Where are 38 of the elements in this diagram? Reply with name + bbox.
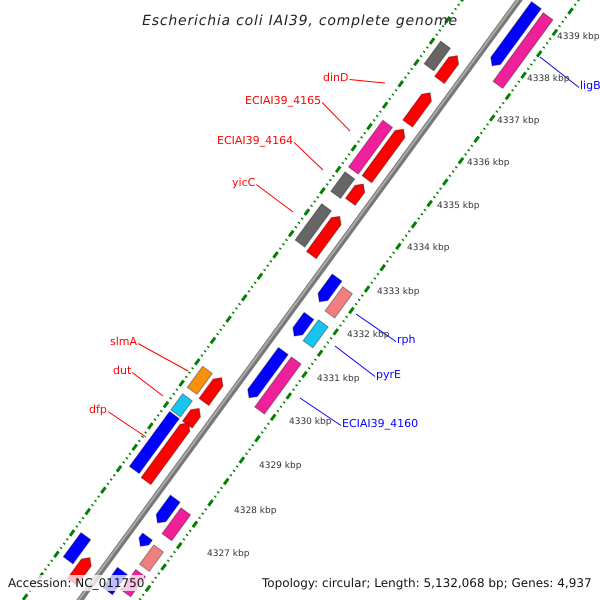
gene-label: rph <box>397 333 416 346</box>
tick-label: 4337 kbp <box>497 116 540 127</box>
gene-label: ligB <box>580 79 600 92</box>
leader-line <box>300 398 342 426</box>
accession-text: Accession: NC_011750 <box>8 575 144 591</box>
tick-label: 4335 kbp <box>437 201 480 212</box>
leader-line <box>322 102 350 132</box>
leader-line <box>348 79 386 84</box>
map-title: Escherichia coli IAI39, complete genome <box>142 13 458 29</box>
tick-label: 4333 kbp <box>377 287 420 298</box>
tick-label: 4328 kbp <box>234 506 276 517</box>
gene-label: ECIAI39_4164 <box>217 134 294 147</box>
tick-label: 4332 kbp <box>347 330 390 341</box>
leader-line <box>540 56 580 88</box>
tick-label: 4334 kbp <box>407 243 450 254</box>
leader-line <box>138 343 188 372</box>
gene-label: dinD <box>323 71 348 84</box>
gene-label: dut <box>113 364 132 377</box>
leader-line <box>256 184 294 212</box>
gene-label: dfp <box>89 403 107 416</box>
tick-label: 4327 kbp <box>207 549 250 560</box>
tick-label: 4339 kbp <box>557 32 600 43</box>
tick-label: 4331 kbp <box>317 374 360 385</box>
gene-label: ECIAI39_4160 <box>342 417 418 430</box>
leader-line <box>107 411 146 438</box>
tick-label: 4329 kbp <box>259 461 302 472</box>
tick-label: 4330 kbp <box>289 417 332 428</box>
genome-stats-text: Topology: circular; Length: 5,132,068 bp; Genes: 4,937 <box>262 575 592 591</box>
leader-line <box>356 314 396 342</box>
gene-label: slmA <box>110 335 138 348</box>
leader-line <box>132 372 164 396</box>
gene-label: yicC <box>232 176 256 189</box>
tick-label: 4338 kbp <box>527 74 570 85</box>
tick-label: 4336 kbp <box>467 158 510 169</box>
gene-label: ECIAI39_4165 <box>245 94 322 107</box>
leader-line <box>294 142 324 170</box>
gene-label: pyrE <box>376 368 401 381</box>
leader-line <box>334 346 376 377</box>
